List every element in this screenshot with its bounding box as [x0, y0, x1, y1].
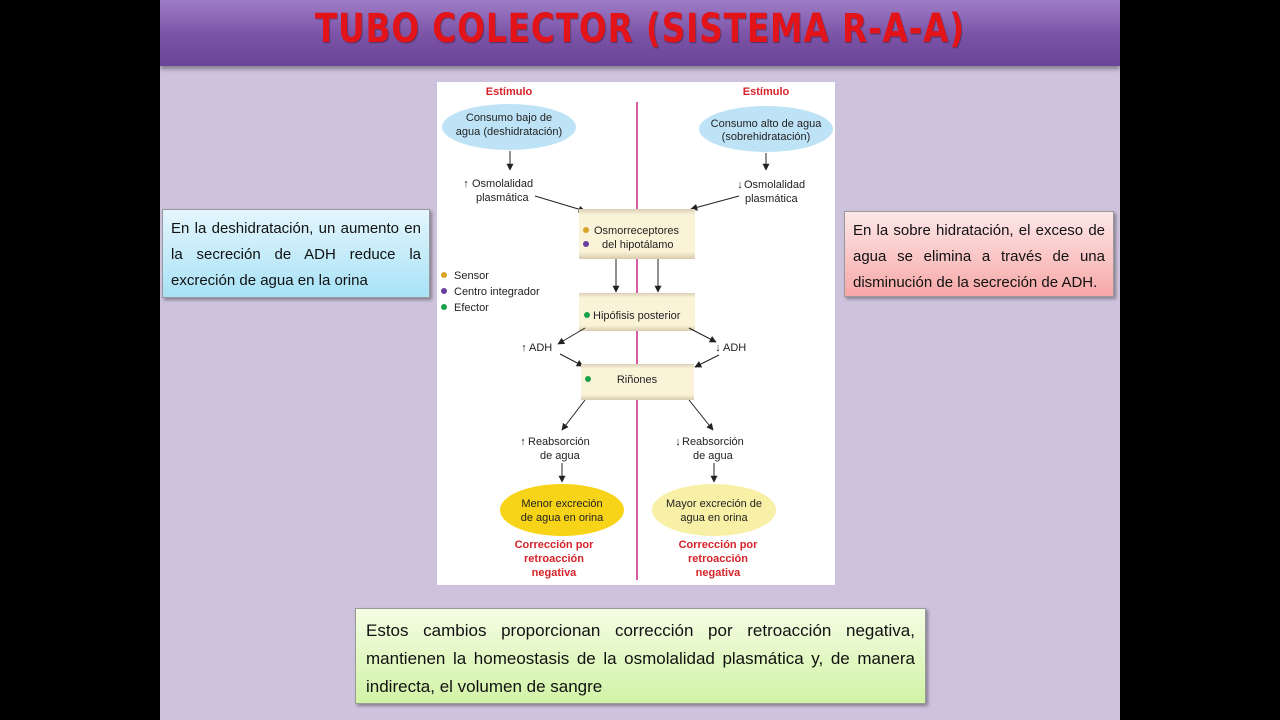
pituitary-dot [584, 312, 590, 318]
arrow-adh-kid-right [694, 354, 720, 368]
left-result-line2: de agua en orina [521, 512, 604, 524]
left-adh-label: ADH [529, 342, 552, 354]
right-stimulus-line1: Consumo alto de agua [711, 118, 823, 130]
arrow-pit-adh-right [688, 327, 717, 343]
note-dehydration-text: En la deshidratación, un aumento en la s… [171, 220, 421, 289]
left-correction-line2: retroacción [524, 553, 584, 565]
note-overhydration-text: En la sobre hidratación, el exceso de ag… [853, 222, 1105, 291]
right-result-ellipse [652, 484, 776, 536]
right-stimulus-ellipse [699, 106, 833, 152]
left-reabsorption-line2: de agua [540, 450, 581, 462]
right-osmolality-down-icon: ↓ [737, 179, 743, 191]
right-stimulus-line2: (sobrehidratación) [722, 131, 811, 143]
left-result-line1: Menor excreción [521, 498, 602, 510]
osmoreceptors-line1: Osmorreceptores [594, 225, 679, 237]
legend-integrator-dot [441, 288, 447, 294]
feedback-diagram: Estímulo Estímulo Consumo bajo de agua (… [437, 82, 835, 585]
legend-sensor-dot [441, 272, 447, 278]
osmoreceptors-box [579, 209, 695, 259]
right-correction-line2: retroacción [688, 553, 748, 565]
arrow-kid-reab-left [561, 399, 586, 431]
pituitary-box [579, 293, 695, 331]
osmoreceptors-line2: del hipotálamo [602, 239, 674, 251]
right-reabsorption-down-icon: ↓ [675, 436, 681, 448]
legend-sensor: Sensor [454, 270, 489, 282]
title-bar: TUBO COLECTOR (SISTEMA R-A-A) [160, 0, 1120, 66]
right-osmolality-line1: Osmolalidad [744, 179, 805, 191]
left-adh-up-icon: ↑ [521, 342, 527, 354]
sensor-dot [583, 227, 589, 233]
right-reabsorption-line1: Reabsorción [682, 436, 744, 448]
left-osmolality-up-icon: ↑ [463, 178, 469, 190]
arrow-right-osmo [690, 195, 740, 211]
arrow-left-osmo [534, 195, 586, 213]
legend-effector: Efector [454, 302, 489, 314]
legend-effector-dot [441, 304, 447, 310]
right-stimulus-label: Estímulo [743, 86, 790, 98]
diagram-svg: Estímulo Estímulo Consumo bajo de agua (… [441, 86, 833, 580]
legend-integrator: Centro integrador [454, 286, 540, 298]
right-adh-label: ADH [723, 342, 746, 354]
left-result-ellipse [500, 484, 624, 536]
note-summary-text: Estos cambios proporcionan corrección po… [366, 621, 915, 696]
kidneys-box [581, 364, 694, 400]
left-correction-line3: negativa [532, 567, 578, 579]
arrow-kid-reab-right [688, 399, 714, 431]
right-adh-down-icon: ↓ [715, 342, 721, 354]
left-stimulus-ellipse [442, 104, 576, 150]
right-result-line1: Mayor excreción de [666, 498, 762, 510]
left-osmolality-line1: Osmolalidad [472, 178, 533, 190]
kidneys-dot [585, 376, 591, 382]
right-osmolality-line2: plasmática [745, 193, 798, 205]
right-reabsorption-line2: de agua [693, 450, 734, 462]
pituitary-label: Hipófisis posterior [593, 310, 681, 322]
note-overhydration: En la sobre hidratación, el exceso de ag… [844, 211, 1114, 297]
left-stimulus-line1: Consumo bajo de [466, 112, 552, 124]
right-correction-line3: negativa [696, 567, 742, 579]
slide-title: TUBO COLECTOR (SISTEMA R-A-A) [314, 6, 966, 52]
kidneys-label: Riñones [617, 374, 658, 386]
left-reabsorption-line1: Reabsorción [528, 436, 590, 448]
slide: TUBO COLECTOR (SISTEMA R-A-A) En la desh… [160, 0, 1120, 720]
arrow-adh-kid-left [559, 353, 584, 367]
note-summary: Estos cambios proporcionan corrección po… [355, 608, 926, 704]
left-stimulus-label: Estímulo [486, 86, 533, 98]
integrator-dot [583, 241, 589, 247]
left-reabsorption-up-icon: ↑ [520, 436, 526, 448]
left-osmolality-line2: plasmática [476, 192, 529, 204]
left-stimulus-line2: agua (deshidratación) [456, 126, 562, 138]
note-dehydration: En la deshidratación, un aumento en la s… [162, 209, 430, 298]
left-correction-line1: Corrección por [515, 539, 595, 551]
arrow-pit-adh-left [557, 327, 586, 345]
right-result-line2: agua en orina [680, 512, 748, 524]
right-correction-line1: Corrección por [679, 539, 759, 551]
